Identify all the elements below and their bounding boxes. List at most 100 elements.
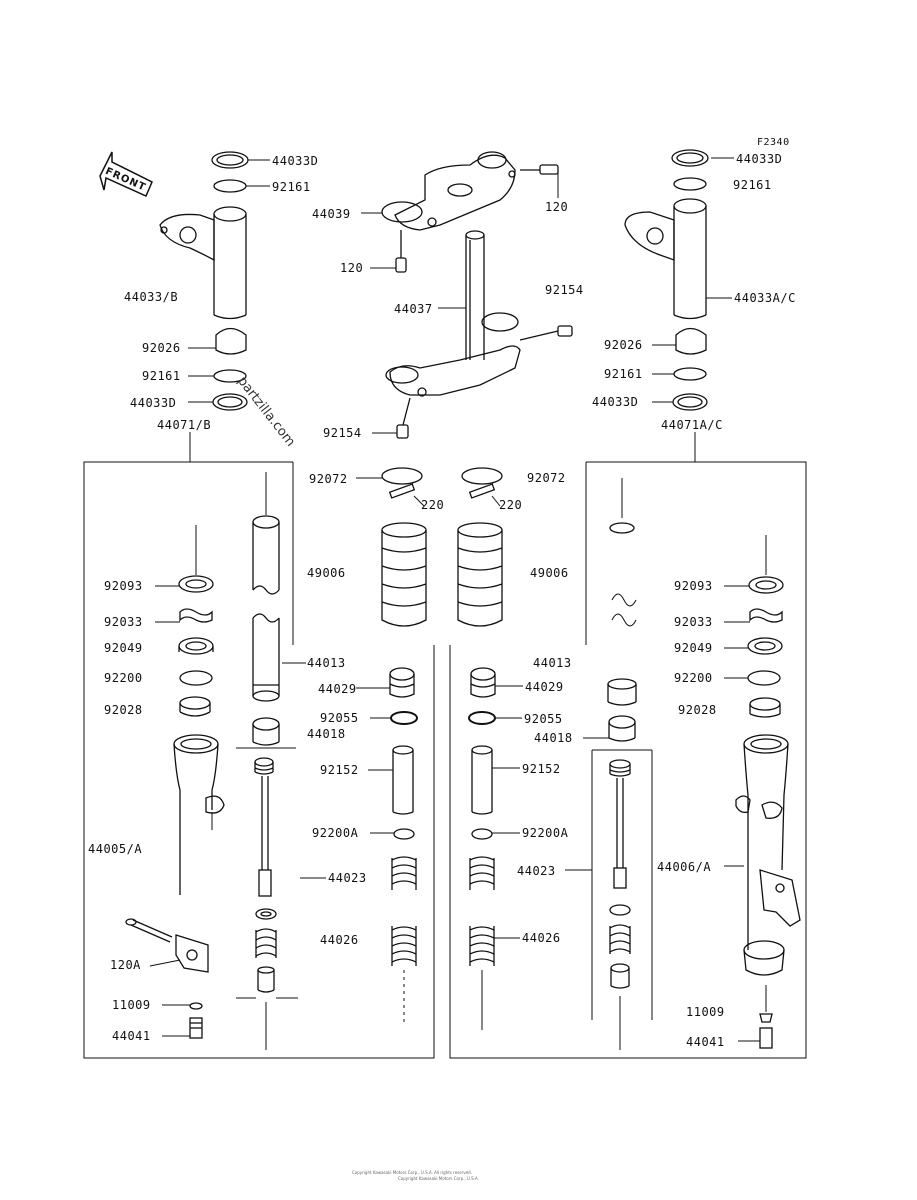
- label-92161-r: 92161: [604, 367, 643, 381]
- right-fork-box: [449, 461, 807, 1059]
- label-92154-r: 92154: [545, 283, 584, 297]
- spring-small-l-icon: [255, 928, 277, 958]
- bushing-44018-l-icon: [252, 717, 280, 746]
- label-44023-l: 44023: [328, 871, 367, 885]
- bushing-44018-r-icon: [608, 715, 636, 742]
- label-49006-l: 49006: [307, 566, 346, 580]
- part-92161-tr-icon: [673, 177, 707, 191]
- washer-92200-l-icon: [179, 670, 213, 686]
- footer-copyright: Copyright Kawasaki Motors Corp., U.S.A. …: [352, 1170, 472, 1175]
- label-92072-r: 92072: [527, 471, 566, 485]
- label-92154-b: 92154: [323, 426, 362, 440]
- bolt-92154-r-icon: [557, 325, 573, 337]
- label-92093-r: 92093: [674, 579, 713, 593]
- bolt-120-top-icon: [520, 164, 559, 175]
- outer-tube-44006-icon: [735, 734, 801, 976]
- label-92028-l: 92028: [104, 703, 143, 717]
- label-92152-r: 92152: [522, 762, 561, 776]
- seal-92049-l-icon: [178, 637, 214, 655]
- label-92055-r: 92055: [524, 712, 563, 726]
- label-44013-l: 44013: [307, 656, 346, 670]
- bushing-44013-r-icon: [607, 678, 637, 706]
- bolt-44041-l-icon: [189, 1017, 203, 1039]
- front-arrow-icon: [99, 151, 153, 197]
- bushing-92028-r-icon: [749, 697, 781, 718]
- bolt-92154-b-icon: [396, 424, 409, 439]
- bushing-92028-l-icon: [179, 696, 211, 717]
- label-44006A: 44006/A: [657, 860, 712, 874]
- seal-92049-r-icon: [747, 637, 783, 655]
- inner-tube-44013-l-icon: [252, 472, 280, 702]
- clip-symbol-r-icon: [611, 593, 637, 627]
- washer-92200A-l-icon: [393, 828, 415, 840]
- washer-92200-r-icon: [747, 670, 781, 686]
- label-92200A-l: 92200A: [312, 826, 359, 840]
- label-92033-r: 92033: [674, 615, 713, 629]
- label-44071B: 44071/B: [157, 418, 212, 432]
- label-92200-l: 92200: [104, 671, 143, 685]
- label-44029-l: 44029: [318, 682, 357, 696]
- label-92028-r: 92028: [678, 703, 717, 717]
- oring-92055-l-icon: [390, 711, 418, 725]
- label-220-r: 220: [499, 498, 523, 512]
- label-44005A: 44005/A: [88, 842, 143, 856]
- label-92161-l: 92161: [142, 369, 181, 383]
- spacer-92152-r-icon: [471, 745, 493, 815]
- footer-copyright-2: Copyright Kawasaki Motors Corp., U.S.A.: [398, 1176, 479, 1181]
- label-49006-r: 49006: [530, 566, 569, 580]
- clamp-92072-r-icon: [461, 467, 503, 499]
- part-92161-r-icon: [673, 367, 707, 381]
- label-92161-tl: 92161: [272, 180, 311, 194]
- label-92033-l: 92033: [104, 615, 143, 629]
- bolt-120-left-icon: [395, 230, 407, 273]
- part-92026-r-icon: [675, 327, 707, 355]
- label-92093-l: 92093: [104, 579, 143, 593]
- bolt-120A-icon: [125, 918, 209, 973]
- label-44018-r: 44018: [534, 731, 573, 745]
- clamp-92072-l-icon: [381, 467, 423, 499]
- label-92026-l: 92026: [142, 341, 181, 355]
- spacer-92152-l-icon: [392, 745, 414, 815]
- label-120-tr: 120: [545, 200, 569, 214]
- label-44026-l: 44026: [320, 933, 359, 947]
- label-92161-tr: 92161: [733, 178, 772, 192]
- label-120-l: 120: [340, 261, 364, 275]
- oring-92055-r-icon: [468, 711, 496, 725]
- upper-triple-clamp-icon: [381, 151, 516, 231]
- label-44037: 44037: [394, 302, 433, 316]
- lower-triple-clamp-icon: [385, 345, 521, 397]
- label-92049-l: 92049: [104, 641, 143, 655]
- spring-small-r-icon: [609, 924, 631, 954]
- clip-92033-r-icon: [749, 608, 783, 623]
- label-11009-l: 11009: [112, 998, 151, 1012]
- steering-stem-icon: [465, 230, 519, 360]
- label-44071AC: 44071A/C: [661, 418, 723, 432]
- cap-44029-r-icon: [470, 667, 496, 698]
- piece-lower-r-icon: [610, 963, 630, 989]
- fork-tube-right-icon: [624, 198, 707, 320]
- label-92200A-r: 92200A: [522, 826, 569, 840]
- label-44033D-r: 44033D: [592, 395, 639, 409]
- label-44041-l: 44041: [112, 1029, 151, 1043]
- label-92152-l: 92152: [320, 763, 359, 777]
- label-11009-r: 11009: [686, 1005, 725, 1019]
- label-44033B: 44033/B: [124, 290, 179, 304]
- label-92026-r: 92026: [604, 338, 643, 352]
- seal-small-r-icon: [609, 478, 635, 534]
- label-220-l: 220: [421, 498, 445, 512]
- cylinder-44023-r-icon: [609, 759, 631, 916]
- cylinder-44023-l-icon: [254, 757, 277, 920]
- label-44029-r: 44029: [525, 680, 564, 694]
- seal-92093-r-icon: [748, 535, 784, 594]
- figure-code: F2340: [757, 137, 790, 148]
- label-44033D-tl: 44033D: [272, 154, 319, 168]
- label-120A: 120A: [110, 958, 141, 972]
- washer-92200A-r-icon: [471, 828, 493, 840]
- label-44023-r: 44023: [517, 864, 556, 878]
- part-92161-tl-icon: [213, 179, 247, 193]
- label-44041-r: 44041: [686, 1035, 725, 1049]
- part-92026-l-icon: [215, 327, 247, 355]
- cap-44029-l-icon: [389, 667, 415, 698]
- spring-44026-r-icon: [469, 856, 495, 1030]
